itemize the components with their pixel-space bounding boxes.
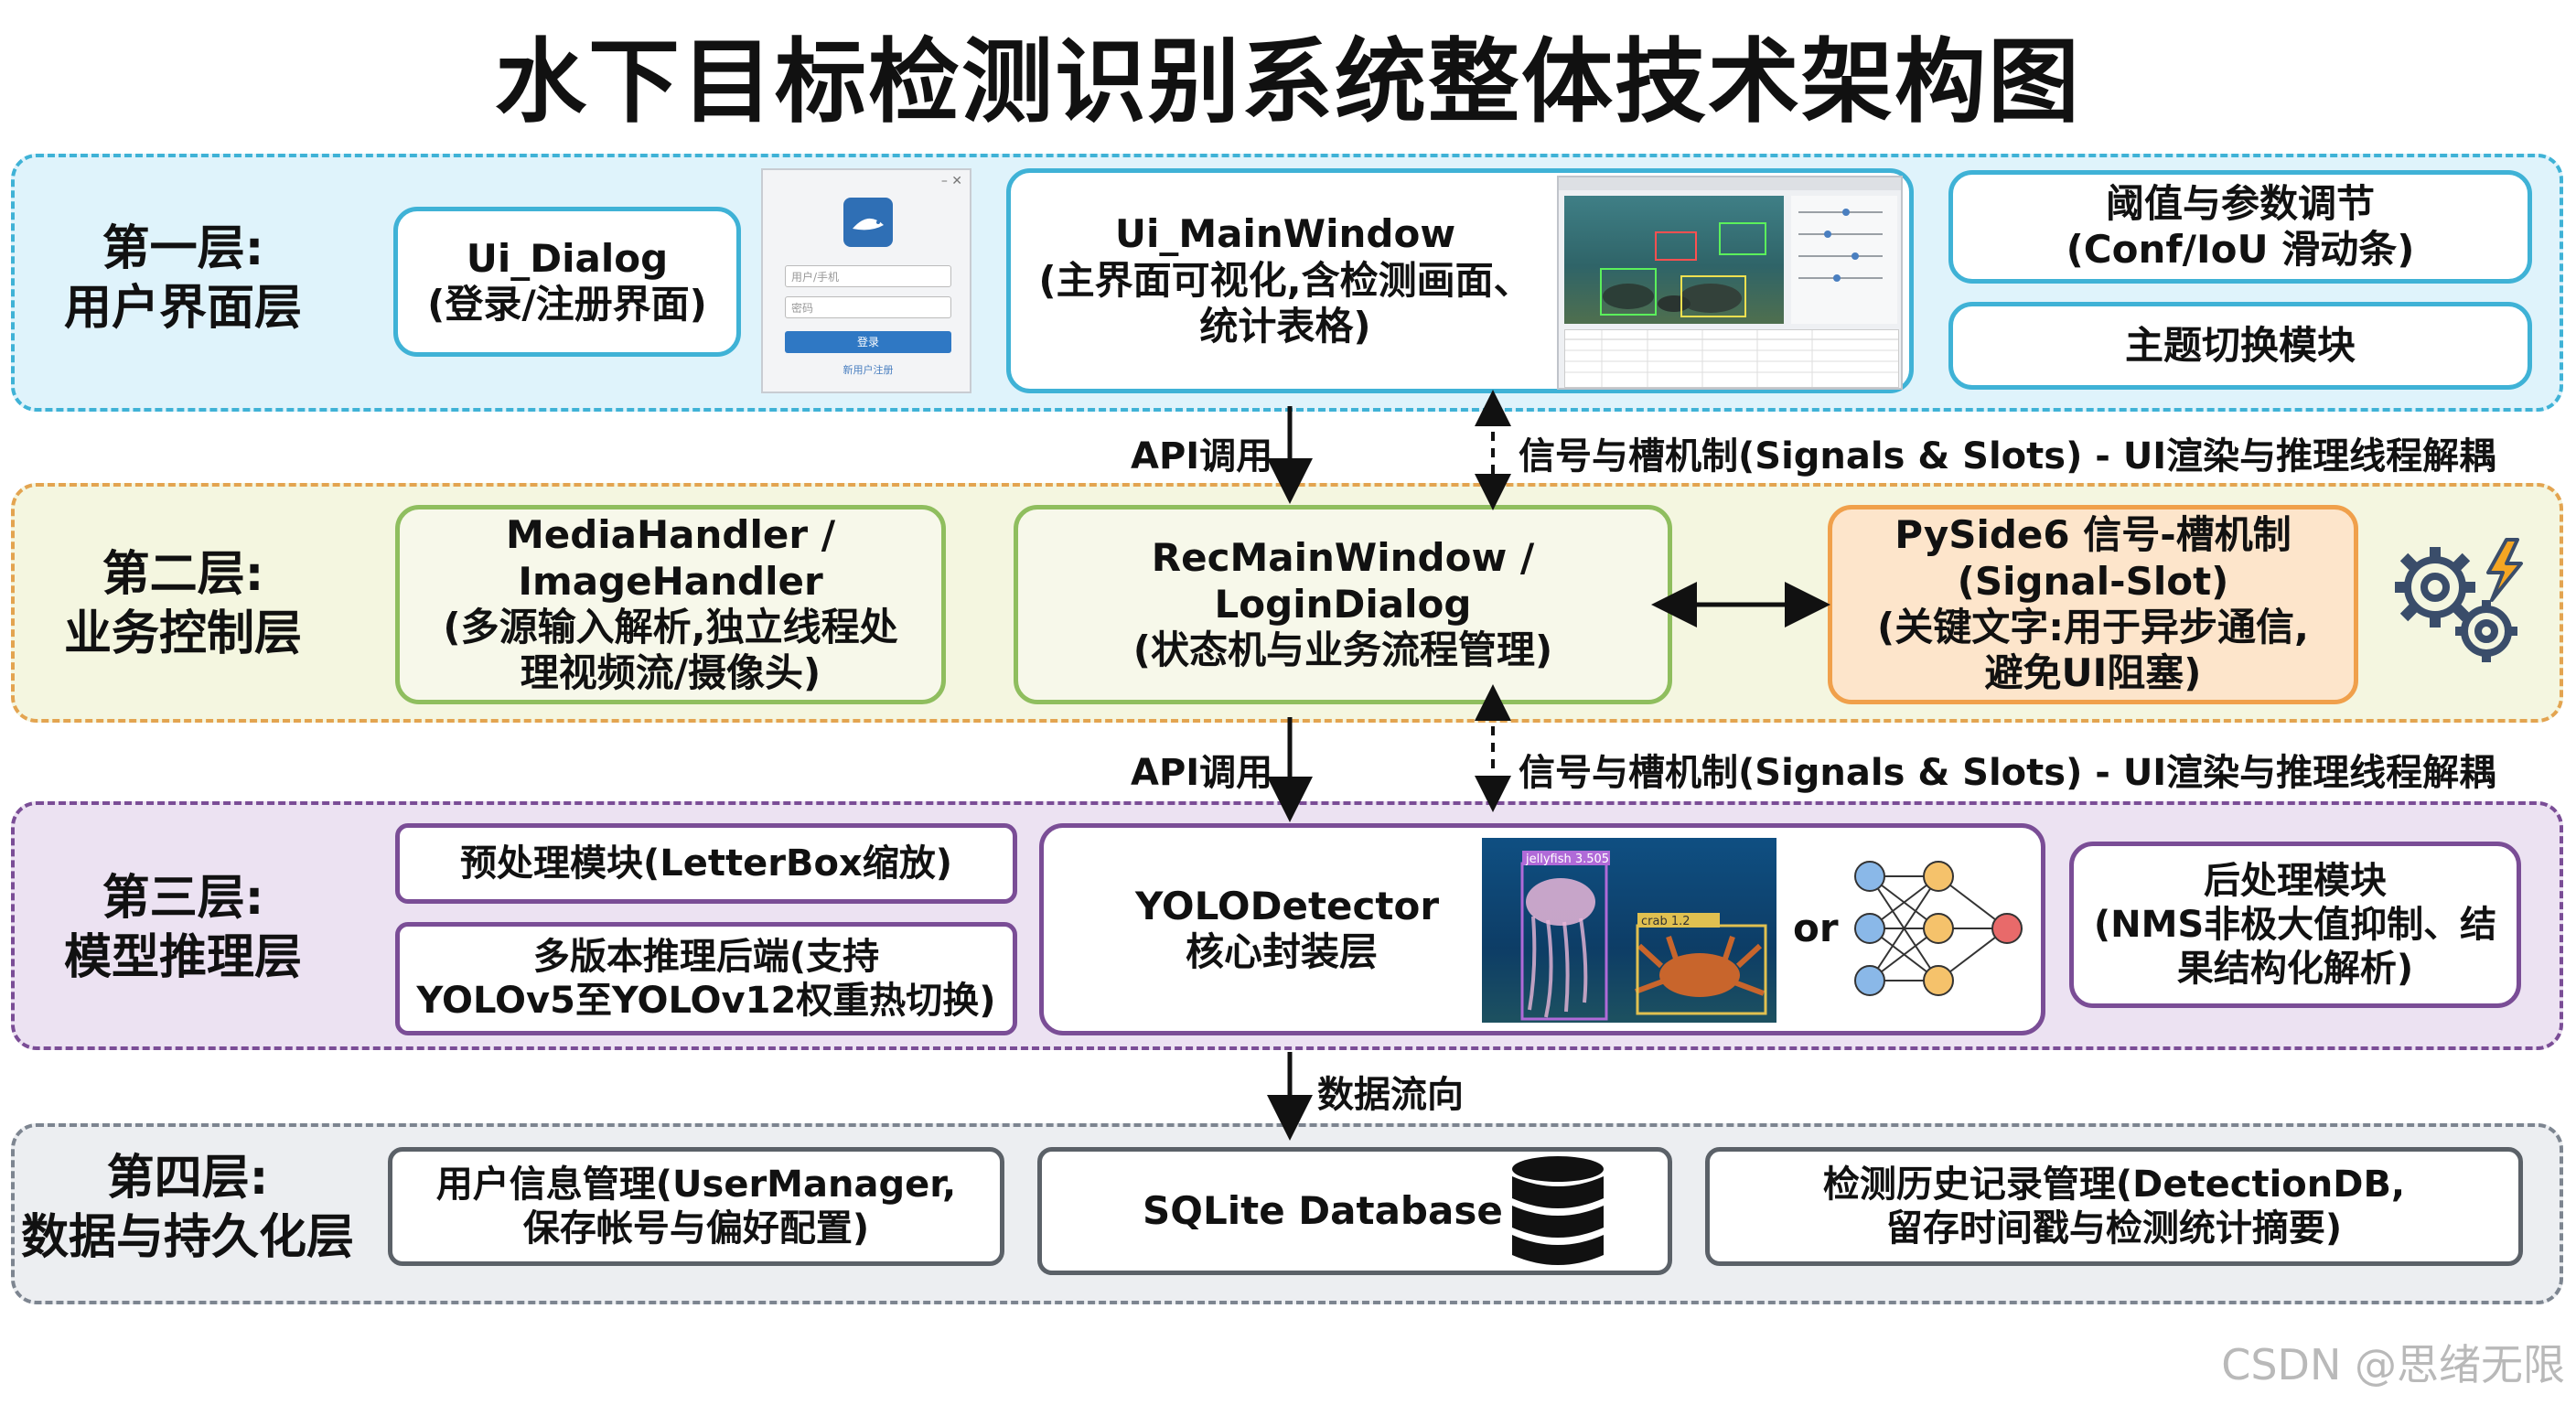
rec-main-window-name: RecMainWindow / LoginDialog [1151, 535, 1535, 627]
theme-title: 主题切换模块 [2124, 322, 2356, 368]
ui-dialog-name: Ui_Dialog [466, 235, 669, 281]
postprocess-box[interactable]: 后处理模块 (NMS非极大值抑制、结 果结构化解析) [2069, 842, 2521, 1008]
thumb-register-link-text: 新用户注册 [843, 364, 894, 376]
layer-1-label-line2: 用户界面层 [63, 281, 302, 336]
layer-3-label-line1: 第三层: [102, 871, 264, 926]
yolo-detector-name: YOLODetector [1135, 883, 1440, 928]
thumb-controls-panel [1791, 196, 1897, 324]
ui-mainwindow-name: Ui_MainWindow [1114, 211, 1456, 257]
media-handler-desc-2: 理视频流/摄像头) [520, 650, 821, 696]
layer-3-label: 第三层: 模型推理层 [55, 869, 311, 988]
detection-history-box[interactable]: 检测历史记录管理(DetectionDB, 留存时间戳与检测统计摘要) [1705, 1147, 2523, 1266]
media-handler-name-1: MediaHandler / [505, 512, 836, 558]
ui-mainwindow-desc-line1: (主界面可视化,含检测画面、 [1038, 257, 1532, 303]
threshold-box[interactable]: 阈值与参数调节 (Conf/IoU 滑动条) [1948, 170, 2532, 284]
gears-icon [2378, 521, 2543, 677]
thumb-register-link: 新用户注册 [763, 362, 970, 377]
pyside-signal-box[interactable]: PySide6 信号-槽机制 (Signal-Slot) (关键文字:用于异步通… [1828, 505, 2358, 704]
inference-backend-line1: 多版本推理后端(支持 [532, 936, 880, 978]
or-text: or [1793, 906, 1839, 950]
pyside-signal-name-1: PySide6 信号-槽机制 [1894, 512, 2292, 558]
pyside-signal-desc-2: 避免UI阻塞) [1984, 650, 2202, 696]
layer-4-label: 第四层: 数据与持久化层 [18, 1149, 357, 1268]
thumb-logo-icon [843, 198, 893, 247]
media-handler-name-2: ImageHandler [518, 558, 823, 604]
detection-history-line2: 留存时间戳与检测统计摘要) [1885, 1207, 2343, 1249]
database-icon [1508, 1154, 1608, 1271]
thumb-window-controls: – ✕ [940, 174, 962, 188]
ui-dialog-box[interactable]: Ui_Dialog (登录/注册界面) [393, 207, 741, 357]
user-manager-line1: 用户信息管理(UserManager, [435, 1164, 957, 1206]
thumb-titlebar [1559, 177, 1901, 190]
layer-4-label-line1: 第四层: [106, 1151, 269, 1206]
detection-sample-image: jellyfish 3.505 crab 1.2 [1482, 838, 1776, 1023]
pyside-signal-desc-1: (关键文字:用于异步通信, [1877, 605, 2309, 649]
layer-4-label-line2: 数据与持久化层 [20, 1210, 354, 1265]
ui-mainwindow-desc-line2: 统计表格) [1199, 304, 1371, 349]
layer-1-label-line1: 第一层: [102, 221, 264, 276]
thumb-login-button: 登录 [785, 331, 951, 353]
user-manager-line2: 保存帐号与偏好配置) [522, 1207, 870, 1249]
signals-label-2: 信号与槽机制(Signals & Slots) - UI渲染与推理线程解耦 [1519, 752, 2496, 794]
signals-label-1: 信号与槽机制(Signals & Slots) - UI渲染与推理线程解耦 [1519, 435, 2496, 477]
preprocess-label: 预处理模块(LetterBox缩放) [459, 842, 953, 885]
layer-2-label-line2: 业务控制层 [63, 606, 302, 661]
login-dialog-thumbnail: – ✕ 用户/手机 密码 登录 新用户注册 [761, 168, 971, 393]
thumb-login-button-label: 登录 [856, 336, 879, 349]
crab-detect-label: crab 1.2 [1641, 915, 1690, 928]
api-call-label-2: API调用 [1131, 752, 1273, 794]
user-manager-box[interactable]: 用户信息管理(UserManager, 保存帐号与偏好配置) [388, 1147, 1004, 1266]
layer-2-label-line1: 第二层: [102, 547, 264, 602]
inference-backend-box[interactable]: 多版本推理后端(支持 YOLOv5至YOLOv12权重热切换) [395, 922, 1017, 1035]
threshold-title: 阈值与参数调节 [2105, 180, 2375, 226]
thumb-username-field: 用户/手机 [785, 265, 951, 287]
detection-history-line1: 检测历史记录管理(DetectionDB, [1822, 1164, 2406, 1206]
thumb-username-placeholder: 用户/手机 [791, 271, 840, 284]
thumb-video-frame [1564, 196, 1784, 324]
layer-1-label: 第一层: 用户界面层 [55, 220, 311, 338]
sqlite-database-label: SQLite Database [1143, 1187, 1503, 1233]
main-window-thumbnail [1557, 176, 1903, 390]
threshold-desc: (Conf/IoU 滑动条) [2066, 227, 2415, 272]
postprocess-title: 后处理模块 [2204, 860, 2387, 902]
rec-main-window-desc: (状态机与业务流程管理) [1132, 627, 1553, 673]
pyside-signal-name-2: (Signal-Slot) [1957, 558, 2229, 604]
thumb-password-placeholder: 密码 [791, 302, 814, 315]
thumb-stats-table [1564, 329, 1899, 388]
yolo-detector-desc: 核心封装层 [1185, 929, 1378, 974]
postprocess-desc-2: 果结构化解析) [2176, 948, 2414, 990]
postprocess-desc-1: (NMS非极大值抑制、结 [2093, 904, 2497, 946]
preprocess-box[interactable]: 预处理模块(LetterBox缩放) [395, 823, 1017, 904]
csdn-watermark: CSDN @思绪无限 [2221, 1340, 2565, 1389]
jellyfish-detect-label: jellyfish 3.505 [1525, 853, 1609, 866]
media-handler-box[interactable]: MediaHandler / ImageHandler (多源输入解析,独立线程… [395, 505, 946, 704]
theme-box[interactable]: 主题切换模块 [1948, 302, 2532, 390]
inference-backend-line2: YOLOv5至YOLOv12权重热切换) [416, 980, 996, 1022]
api-call-label-1: API调用 [1131, 435, 1273, 477]
data-flow-label: 数据流向 [1317, 1074, 1464, 1116]
page-title: 水下目标检测识别系统整体技术架构图 [495, 28, 2081, 135]
layer-2-label: 第二层: 业务控制层 [55, 545, 311, 664]
neural-network-icon [1842, 851, 2034, 1006]
layer-3-label-line2: 模型推理层 [63, 930, 302, 985]
ui-dialog-desc: (登录/注册界面) [427, 282, 707, 327]
thumb-password-field: 密码 [785, 296, 951, 318]
media-handler-desc-1: (多源输入解析,独立线程处 [443, 605, 898, 649]
